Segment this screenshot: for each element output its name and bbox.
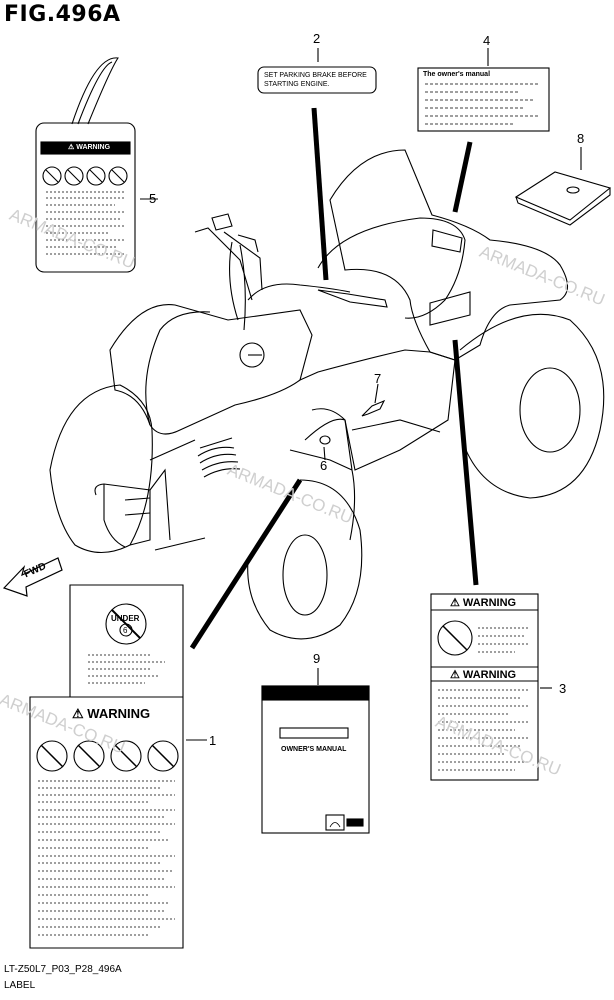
callout-2[interactable]: 2 <box>313 31 321 46</box>
under-age-text: UNDER <box>111 614 140 623</box>
label1-warning-heading: ⚠ WARNING <box>72 706 151 721</box>
callout-1[interactable]: 1 <box>209 733 217 748</box>
fwd-arrow-icon <box>2 557 63 597</box>
callout-8[interactable]: 8 <box>577 131 585 146</box>
warning-label-3-outline <box>430 593 539 781</box>
figure-title: FIG.496A <box>4 2 121 27</box>
parking-brake-text-line2: STARTING ENGINE. <box>264 81 330 88</box>
atv-outline <box>49 149 605 640</box>
parking-brake-label-outline <box>257 66 377 94</box>
figure-code: LT-Z50L7_P03_P28_496A <box>4 964 122 975</box>
figure-name: LABEL <box>4 980 36 991</box>
warning-hang-tag-outline <box>35 57 136 273</box>
callout-4[interactable]: 4 <box>483 33 491 48</box>
main-warning-label-outline <box>29 584 184 949</box>
callout-9[interactable]: 9 <box>313 651 321 666</box>
owners-manual-book-outline <box>261 685 370 834</box>
document-pouch-icon <box>514 171 612 226</box>
parking-brake-text-line1: SET PARKING BRAKE BEFORE <box>264 72 367 79</box>
owners-manual-sticker-outline <box>417 67 550 132</box>
callout-6[interactable]: 6 <box>320 458 328 473</box>
tag-warning-text: ⚠ WARNING <box>68 144 111 151</box>
under-age-number: 6 <box>123 626 128 635</box>
tag-prohibition-icons <box>42 166 128 186</box>
callout-7[interactable]: 7 <box>374 371 382 386</box>
owners-manual-sticker-text: The owner's manual <box>423 71 491 78</box>
leader-lines <box>140 48 582 741</box>
owners-manual-book-title: OWNER'S MANUAL <box>281 746 347 753</box>
label3-warning-heading-bottom: ⚠ WARNING <box>450 669 517 681</box>
callout-5[interactable]: 5 <box>149 191 157 206</box>
label3-warning-heading-top: ⚠ WARNING <box>450 597 517 609</box>
label1-prohibition-icons <box>36 740 179 772</box>
callout-3[interactable]: 3 <box>559 681 567 696</box>
